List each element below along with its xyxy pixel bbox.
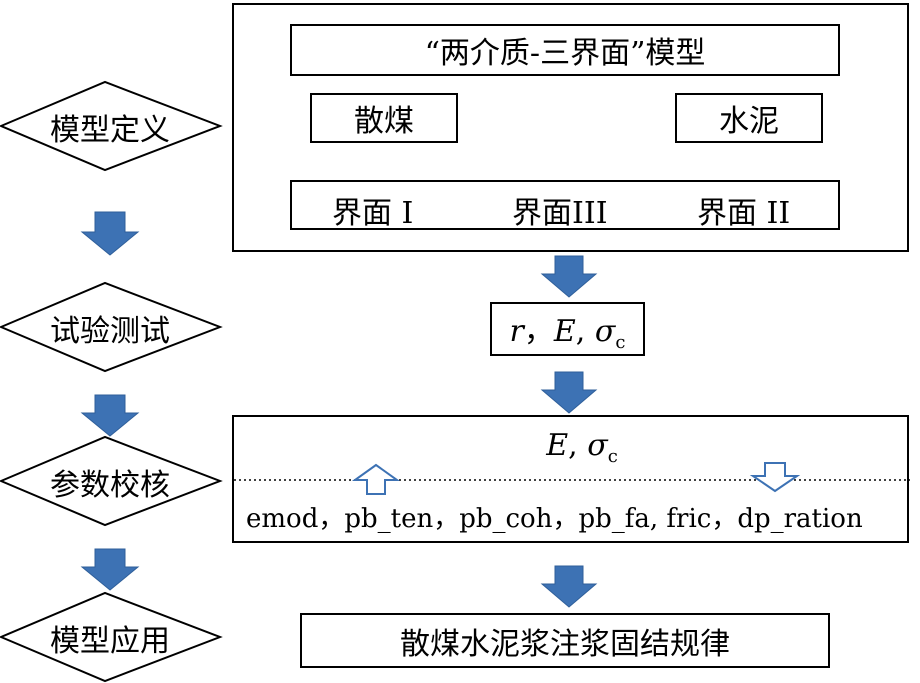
interface-3-label: 界面III [512, 196, 608, 231]
step-label-calibration: 参数校核 [50, 468, 170, 503]
model-title: “两介质-三界面”模型 [424, 36, 706, 71]
step-diamond-4 [0, 591, 223, 683]
medium-right-label: 水泥 [719, 104, 779, 139]
calibration-params-text: emod，pb_ten，pb_coh，pb_fa, fric，dp_ration [246, 504, 863, 534]
down-arrow-icon [80, 548, 140, 591]
application-box: 散煤水泥浆注浆固结规律 [300, 613, 830, 668]
step-diamond-3 [0, 435, 223, 527]
down-arrow-icon [540, 371, 598, 414]
step-diamond-2 [0, 281, 223, 373]
application-label: 散煤水泥浆注浆固结规律 [400, 626, 730, 662]
medium-loose-coal-box: 散煤 [310, 93, 458, 143]
calibration-target-text: E, σc [546, 428, 618, 467]
interface-2-label: 界面 II [697, 196, 791, 231]
test-parameters-box: r，E, σc [490, 302, 645, 356]
step-label-model-definition: 模型定义 [50, 113, 170, 148]
medium-left-label: 散煤 [354, 104, 414, 139]
step-label-testing: 试验测试 [50, 314, 170, 349]
test-params-text: r，E, σc [509, 313, 626, 353]
down-arrow-icon [80, 211, 140, 256]
down-arrow-icon [540, 565, 598, 608]
down-arrow-icon [80, 394, 140, 437]
interface-1-label: 界面 I [332, 196, 414, 231]
down-arrow-icon [540, 255, 598, 298]
step-label-application: 模型应用 [50, 624, 170, 659]
hollow-down-arrow-icon [749, 462, 801, 493]
step-diamond-1 [0, 80, 223, 172]
model-title-box: “两介质-三界面”模型 [290, 24, 840, 76]
hollow-up-arrow-icon [351, 463, 401, 495]
interfaces-box: 界面 I 界面III 界面 II [290, 180, 840, 231]
medium-cement-box: 水泥 [675, 93, 823, 143]
calibration-panel [232, 415, 909, 543]
